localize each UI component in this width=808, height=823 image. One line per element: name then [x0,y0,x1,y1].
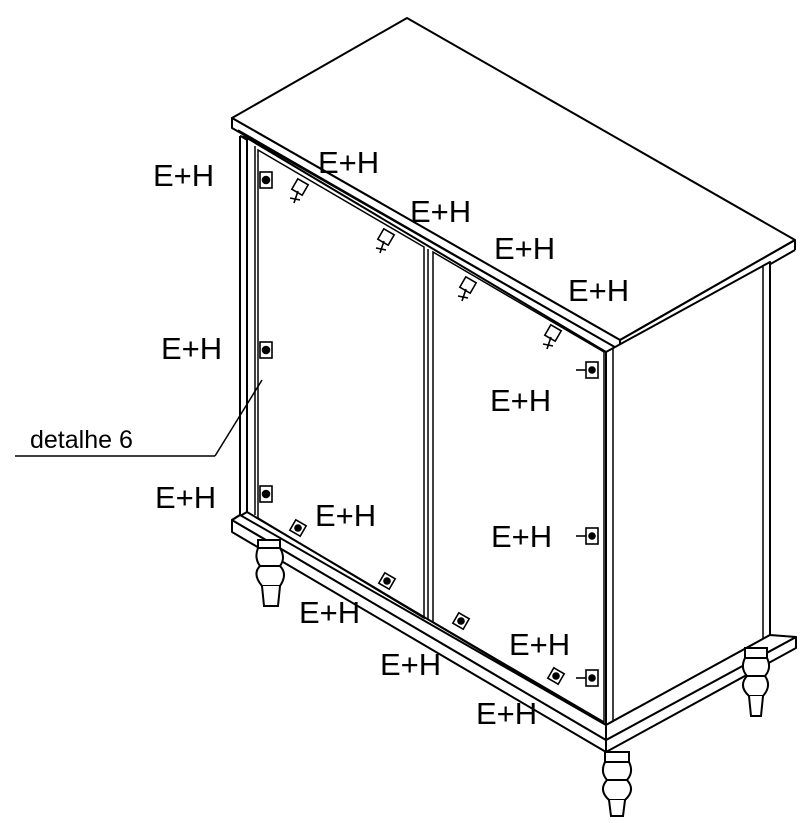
bracket-icon [451,611,471,631]
fastener-label: E+H [315,498,376,533]
detail-callout [15,379,263,457]
screw-bracket-icon [375,227,396,254]
fastener-label: E+H [299,595,360,630]
bracket-icon [259,485,273,503]
back-panel-left [257,148,425,620]
bracket-icon [259,341,273,359]
fastener-label: E+H [476,696,537,731]
fastener-labels: E+H E+H E+H E+H E+H E+H E+H E+H E+H E+H … [153,145,629,731]
bracket-icon [259,171,273,189]
side-bracket-icon [576,527,599,545]
side-bracket-icon [576,361,599,379]
fastener-label: E+H [491,519,552,554]
leg-right [741,647,771,717]
fastener-label: E+H [509,627,570,662]
back-panel-right [427,249,605,724]
fastener-label: E+H [161,331,222,366]
leg-front [601,751,633,817]
screw-bracket-icon [289,177,310,204]
bracket-icon [288,518,308,538]
fastener-label: E+H [380,647,441,682]
side-bracket-icon [576,669,599,687]
fastener-label: E+H [155,480,216,515]
leg-left [255,539,285,607]
detail-callout-label: detalhe 6 [30,426,133,454]
screw-bracket-icon [457,275,478,302]
fastener-label: E+H [153,158,214,193]
fastener-label: E+H [318,145,379,180]
fastener-label: E+H [490,383,551,418]
fastener-label: E+H [568,273,629,308]
bracket-icon [377,571,397,591]
fastener-label: E+H [410,194,471,229]
fastener-label: E+H [494,231,555,266]
fasteners [259,171,599,687]
bracket-icon [546,666,566,686]
screw-bracket-icon [542,323,563,350]
